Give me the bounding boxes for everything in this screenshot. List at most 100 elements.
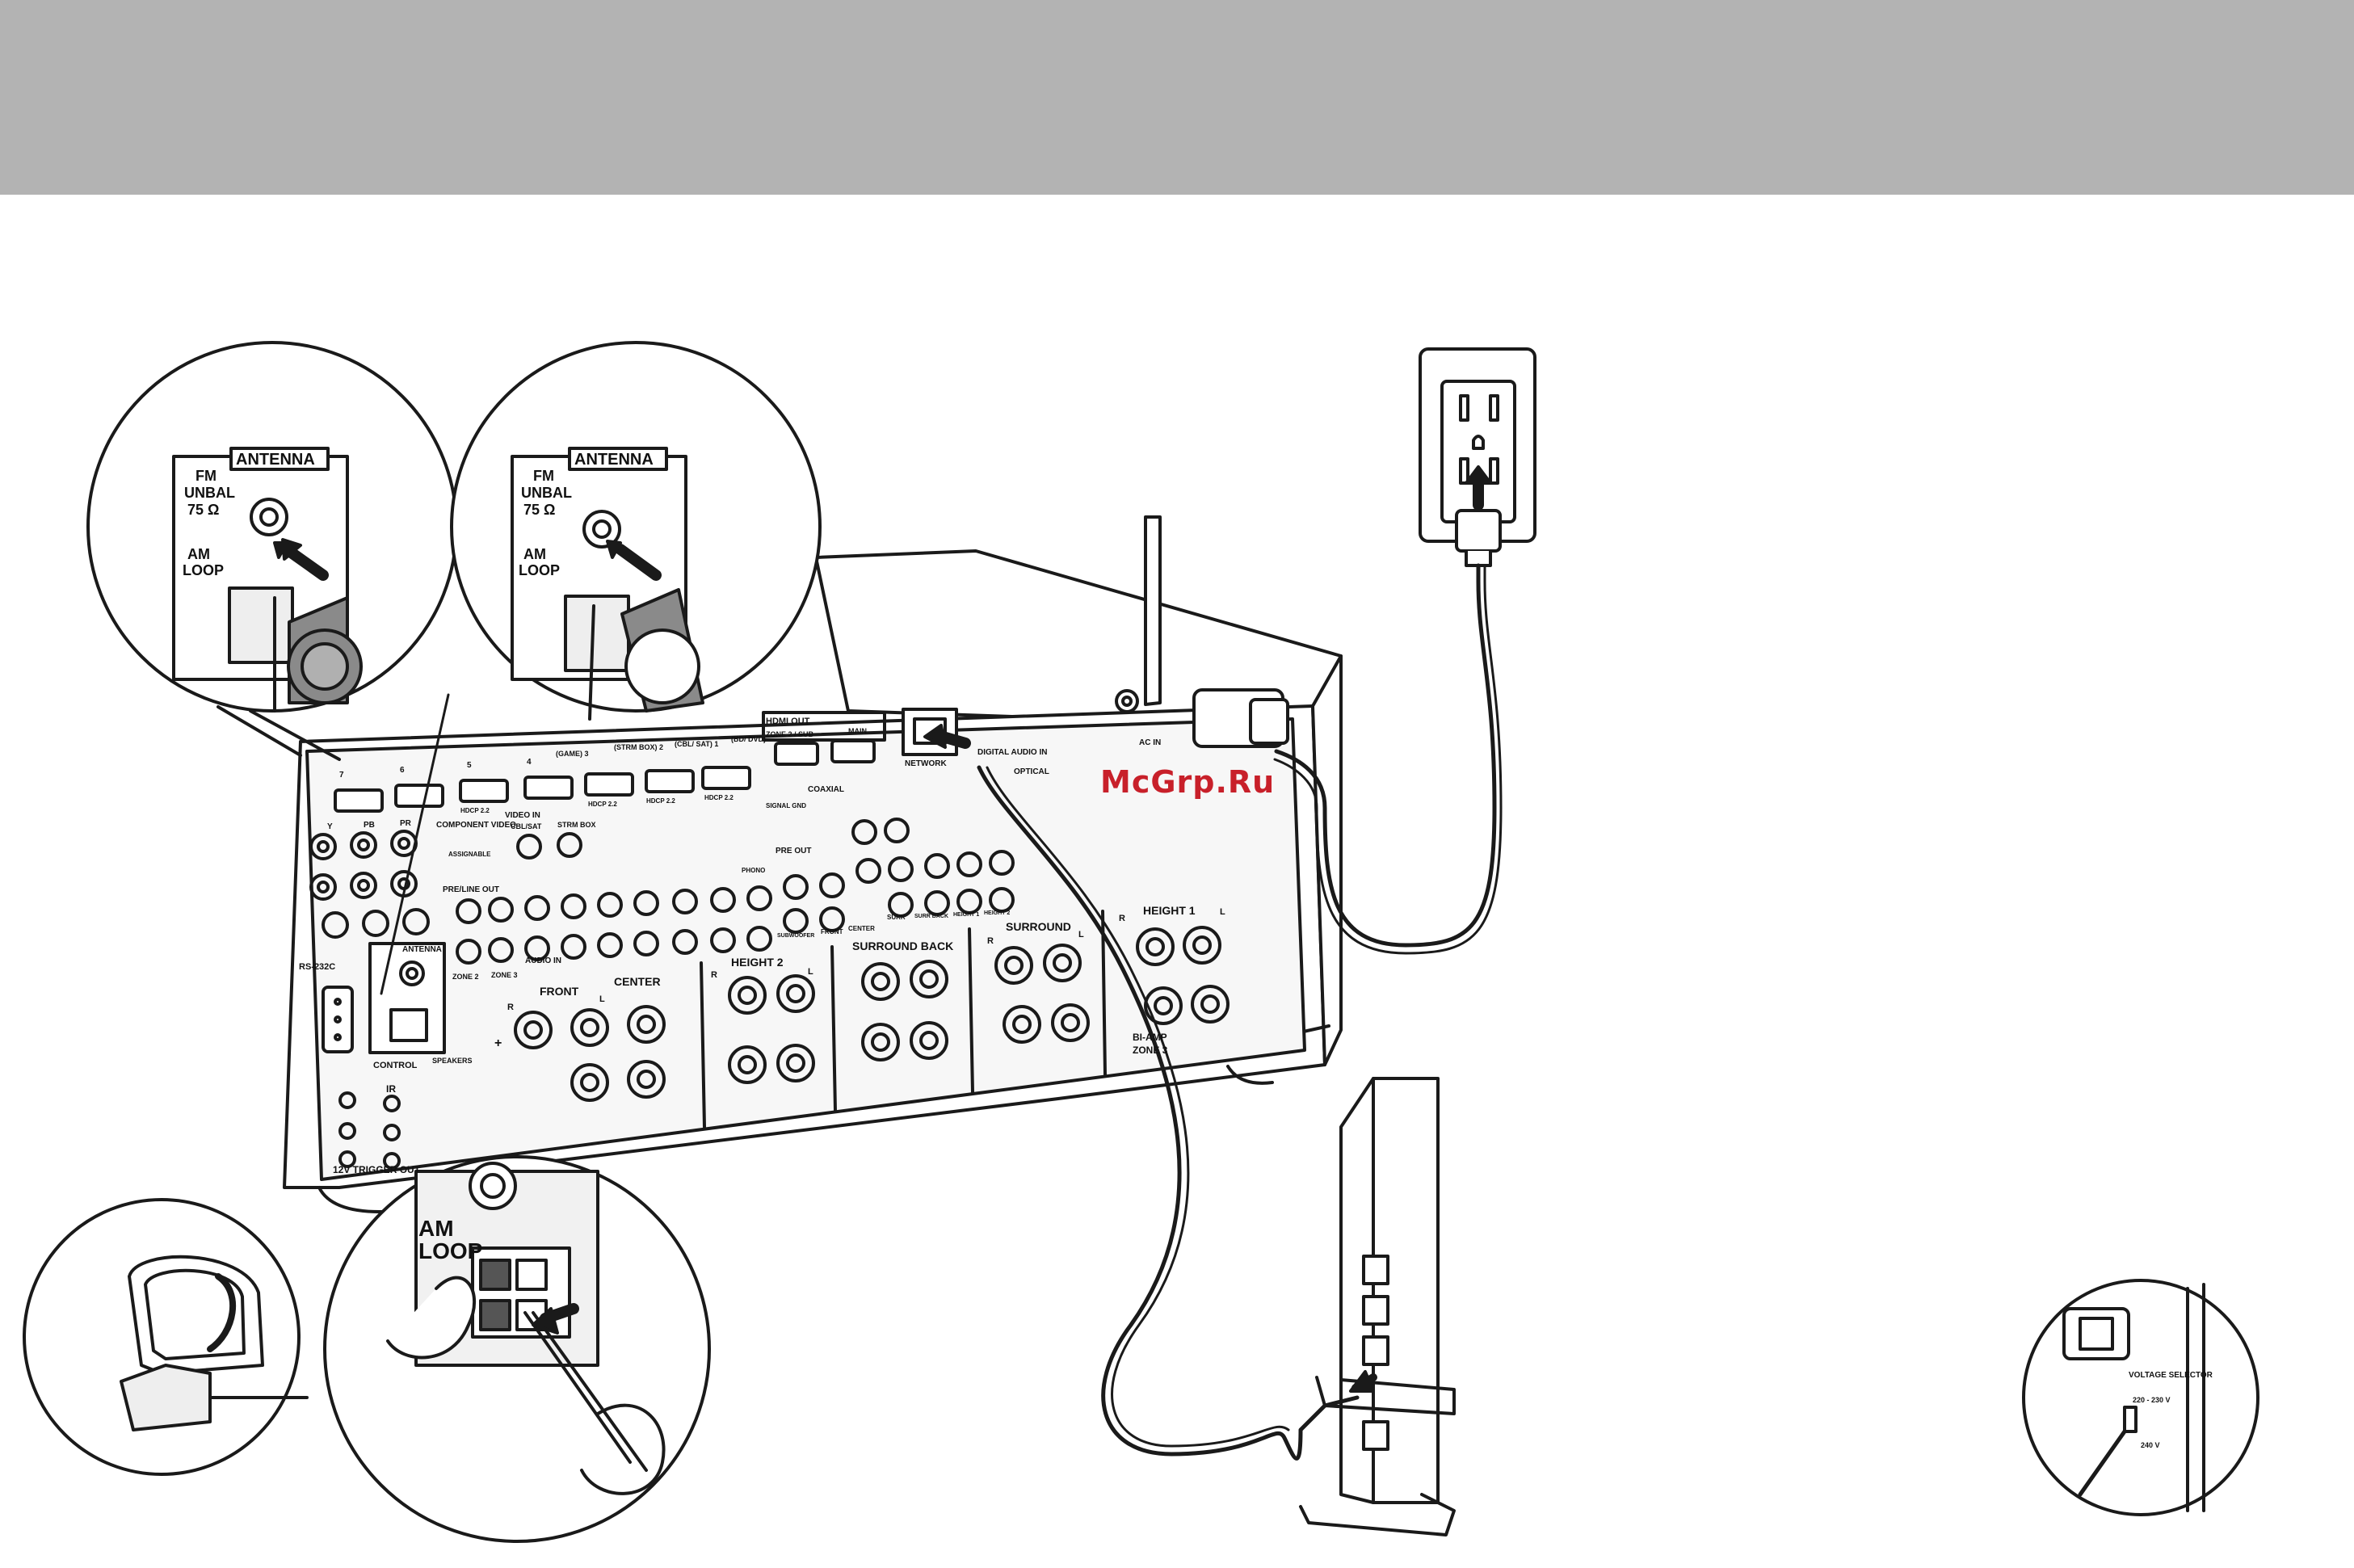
callout-unbal-label: UNBAL xyxy=(184,485,235,501)
callout-ohm-label-2: 75 Ω xyxy=(523,502,555,518)
ac-in-label: AC IN xyxy=(1139,738,1161,747)
signal-gnd-label: SIGNAL GND xyxy=(766,802,806,809)
callout-unbal-label-2: UNBAL xyxy=(521,485,572,501)
header-band xyxy=(0,0,2354,195)
height2-l-label: L xyxy=(808,967,813,977)
zone2-label: ZONE 2 xyxy=(452,973,479,981)
phono-label: PHONO xyxy=(742,867,765,874)
control-label: CONTROL xyxy=(373,1061,418,1070)
rs232c-port xyxy=(322,986,354,1053)
surround-back-speaker-label: SURROUND BACK xyxy=(852,940,953,952)
coaxial-label: COAXIAL xyxy=(808,785,844,794)
antenna-terminal-panel xyxy=(368,942,446,1054)
hdmi-out-label: HDMI OUT xyxy=(766,717,810,726)
component-video-label: COMPONENT VIDEO xyxy=(436,821,516,830)
pr-label: PR xyxy=(400,819,412,828)
front-speaker-label: FRONT xyxy=(540,985,579,998)
rs232c-label: RS-232C xyxy=(299,962,335,972)
voltage-option-1: 220 - 230 V xyxy=(2133,1396,2171,1404)
front-l-label: L xyxy=(599,994,605,1004)
speaker-terminals xyxy=(514,926,1230,1102)
network-label: NETWORK xyxy=(905,759,947,768)
hdcp-label-1: HDCP 2.2 xyxy=(460,807,490,814)
callout-antenna-label-2: ANTENNA xyxy=(574,451,654,469)
am-loop-terminal-callout xyxy=(323,1155,711,1543)
video-in-jacks xyxy=(516,832,582,860)
am-loop-antenna-callout xyxy=(23,1198,309,1476)
ir-label: IR xyxy=(386,1083,396,1095)
hdcp-label-4: HDCP 2.2 xyxy=(704,794,734,801)
center-speaker-label: CENTER xyxy=(614,975,661,988)
height2-r-label: R xyxy=(711,970,717,980)
callout-loop-label-2: LOOP xyxy=(519,562,560,578)
hdmi-out-ports xyxy=(762,711,886,766)
fm-antenna-callout-left xyxy=(86,341,458,713)
zone3-speaker-label: ZONE 3 xyxy=(1133,1045,1168,1056)
fm-antenna-callout-right xyxy=(450,341,822,721)
ac-inlet xyxy=(1115,688,1289,748)
hdmi-input-game: (GAME) 3 xyxy=(556,750,589,758)
audio-in-label: AUDIO IN xyxy=(525,956,561,965)
hdmi-input-cbl: (CBL/ SAT) 1 xyxy=(675,740,718,748)
height1-l-label: L xyxy=(1220,907,1225,917)
hdmi-input-4: 4 xyxy=(527,758,532,767)
callout-am-label: AM xyxy=(187,546,210,562)
pre-line-out-label: PRE/LINE OUT xyxy=(443,885,499,894)
hdmi-input-6: 6 xyxy=(400,766,405,775)
voltage-selector-title: VOLTAGE SELECTOR xyxy=(2129,1371,2213,1380)
main-label: MAIN xyxy=(848,727,867,735)
front-r-label: R xyxy=(507,1003,514,1012)
voltage-selector-callout xyxy=(2022,1279,2259,1516)
am-loop-callout-loop: LOOP xyxy=(418,1238,482,1263)
callout-am-label-2: AM xyxy=(523,546,546,562)
video-in-label: VIDEO IN xyxy=(505,811,540,820)
assignable-label: ASSIGNABLE xyxy=(448,851,491,858)
front-preout-label: FRONT xyxy=(821,928,843,935)
height1-preout-label: HEIGHT 1 xyxy=(953,912,979,918)
hdmi-input-bd: (BD/ DVD) xyxy=(731,735,766,743)
optical-label: OPTICAL xyxy=(1014,767,1049,776)
speaker-plus-label: + xyxy=(494,1036,502,1050)
surr-back-preout-label: SURR BACK xyxy=(914,914,948,919)
watermark-text: McGrp.Ru xyxy=(1100,764,1276,800)
surround-r-label: R xyxy=(987,936,994,946)
cbl-sat-label: CBL/SAT xyxy=(511,822,542,830)
am-loop-callout-am: AM xyxy=(418,1216,454,1241)
av-receiver xyxy=(283,515,1343,1213)
audio-rca-jacks xyxy=(456,818,1015,965)
zone3-label: ZONE 3 xyxy=(491,971,518,979)
control-jacks xyxy=(338,1091,401,1170)
height1-r-label: R xyxy=(1119,914,1125,923)
hdmi-input-strm: (STRM BOX) 2 xyxy=(614,743,663,751)
speakers-label: SPEAKERS xyxy=(432,1057,473,1065)
hdcp-label-2: HDCP 2.2 xyxy=(588,801,617,808)
voltage-option-2: 240 V xyxy=(2141,1441,2160,1449)
height2-preout-label: HEIGHT 2 xyxy=(984,910,1010,916)
subwoofer-label: SUBWOOFER xyxy=(777,933,814,939)
hdmi-inputs xyxy=(334,766,751,813)
pb-label: PB xyxy=(364,821,375,830)
surround-speaker-label: SURROUND xyxy=(1006,920,1071,933)
trigger-out-label: 12V TRIGGER OUT xyxy=(333,1164,421,1175)
hdcp-label-3: HDCP 2.2 xyxy=(646,797,675,805)
height2-speaker-label: HEIGHT 2 xyxy=(731,956,784,969)
strm-box-label: STRM BOX xyxy=(557,821,596,829)
lan-cable xyxy=(977,765,1360,1461)
network-port xyxy=(902,708,958,756)
surround-l-label: L xyxy=(1078,930,1084,940)
digital-audio-in-label: DIGITAL AUDIO IN xyxy=(977,748,1047,757)
height1-speaker-label: HEIGHT 1 xyxy=(1143,904,1196,917)
pre-out-label: PRE OUT xyxy=(776,847,811,855)
wall-outlet xyxy=(1419,347,1536,543)
hdmi-input-7: 7 xyxy=(339,771,344,780)
center-preout-label: CENTER xyxy=(848,925,875,932)
bi-amp-label: BI-AMP xyxy=(1133,1032,1167,1043)
callout-loop-label: LOOP xyxy=(183,562,224,578)
zone2-sub-label: ZONE 2 / SUB xyxy=(766,730,814,738)
power-cord xyxy=(1274,563,1497,948)
callout-antenna-label: ANTENNA xyxy=(236,451,315,469)
callout-fm-label-2: FM xyxy=(533,468,554,484)
y-label: Y xyxy=(327,822,333,831)
panel-antenna-label: ANTENNA xyxy=(402,945,442,954)
